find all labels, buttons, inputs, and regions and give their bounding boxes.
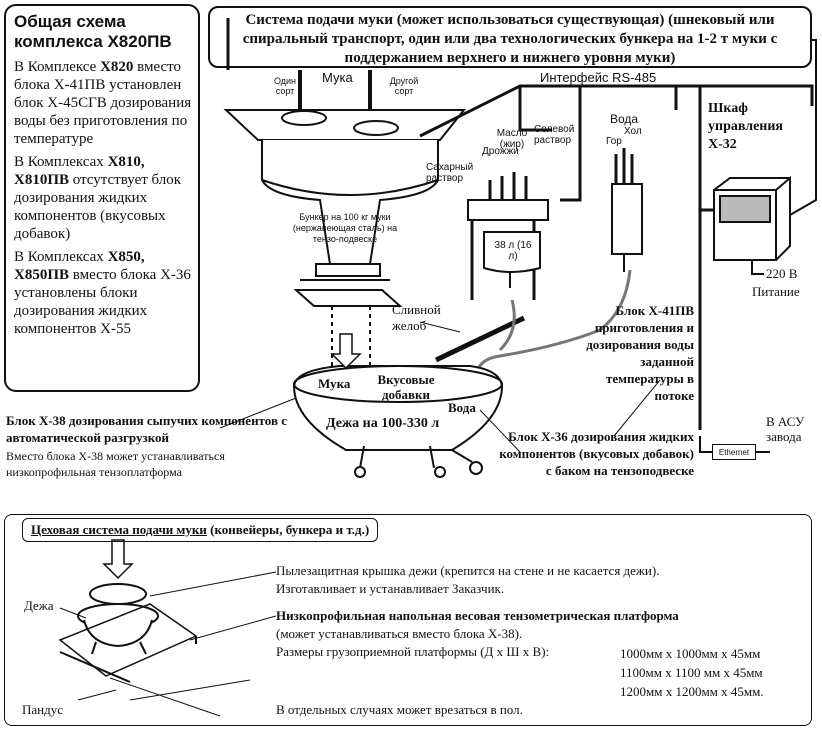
note-1-model: Х820: [100, 59, 134, 75]
left-panel-note-2: В Комплексах Х810, Х810ПВ отсутствует бл…: [14, 153, 194, 243]
shop-system-box: Цеховая система подачи муки (конвейеры, …: [22, 518, 379, 542]
bowl-flour-label: Мука: [318, 376, 351, 391]
shop-system-suffix: (конвейеры, бункера и т.д.): [206, 522, 370, 537]
oil-label: Масло (жир): [496, 128, 528, 150]
left-info-panel: Общая схема комплекса Х820ПВ В Комплексе…: [4, 4, 200, 392]
x36-block-label: Блок Х-36 дозирования жидких компонентов…: [499, 429, 694, 478]
lid-note: Пылезащитная крышка дежи (крепится на ст…: [276, 562, 659, 598]
lid-note-line-2: Изготавливает и устанавливает Заказчик.: [276, 581, 505, 596]
size-2: 1100мм х 1100 мм х 45мм: [620, 665, 763, 680]
note-3-text: вместо блока Х-36 установлены блоки дози…: [14, 267, 191, 337]
note-2-model: Х810, Х810ПВ: [14, 154, 145, 188]
grade-two-label: Другой сорт: [389, 76, 419, 96]
x41-block-label: Блок Х-41ПВ приготовления и дозирования …: [586, 303, 694, 403]
left-panel-note-1: В Комплексе Х820 вместо блока Х-41ПВ уст…: [14, 58, 194, 148]
flour-supply-box: Система подачи муки (может использоватьс…: [208, 6, 812, 68]
sugar-label: Сахарный раствор: [426, 162, 474, 184]
power-voltage-label: 220 В: [766, 266, 798, 281]
water-label: Вода: [610, 112, 639, 126]
sizes-label: Размеры грузоприемной платформы (Д х Ш х…: [276, 644, 550, 659]
note-3-model: Х850, Х850ПВ: [14, 249, 145, 283]
ethernet-box: Ethernet: [712, 444, 756, 460]
ramp-label: Пандус: [22, 702, 63, 717]
platform-title: Низкопрофильная напольная весовая тензом…: [276, 608, 679, 623]
left-panel-title: Общая схема комплекса Х820ПВ: [14, 12, 172, 51]
bowl-additives-label: Вкусовые добавки: [377, 372, 435, 402]
bottom-panel: [4, 514, 812, 726]
floor-note: В отдельных случаях может врезаться в по…: [276, 702, 523, 717]
cabinet-label: Шкаф управления Х-32: [708, 101, 784, 152]
x38-note: Вместо блока Х-38 может устанавливаться …: [6, 449, 225, 479]
note-2-text: отсутствует блок дозирования жидких комп…: [14, 172, 182, 242]
note-3-prefix: В Комплексах: [14, 249, 108, 265]
bowl-title: Дежа на 100-330 л: [326, 416, 440, 431]
bunker-label: Бункер на 100 кг муки (нержавеющая сталь…: [292, 212, 398, 244]
drain-chute-label: Сливной желоб: [392, 302, 441, 333]
note-1-prefix: В Комплексе: [14, 59, 101, 75]
top-right-connector: [789, 39, 817, 216]
note-1-text: вместо блока Х-41ПВ установлен блок Х-45…: [14, 59, 192, 147]
platform-note: (может устанавливаться вместо блока Х-38…: [276, 626, 523, 641]
power-label: Питание: [752, 284, 800, 299]
flour-label: Мука: [322, 70, 353, 85]
shop-system-title: Цеховая система подачи муки: [31, 522, 207, 537]
size-3: 1200мм х 1200мм х 45мм.: [620, 684, 764, 699]
tank-volume-label: 38 л (16 л): [494, 240, 532, 262]
salt-label: Солевой раствор: [534, 124, 575, 146]
grade-one-label: Один сорт: [273, 76, 297, 96]
asu-label: В АСУ завода: [766, 414, 805, 444]
yeast-label: Дрожжи: [482, 146, 519, 157]
sizes-list: 1000мм х 1000мм х 45мм 1100мм х 1100 мм …: [620, 644, 764, 701]
interface-label: Интерфейс RS-485: [540, 70, 657, 85]
left-panel-note-3: В Комплексах Х850, Х850ПВ вместо блока Х…: [14, 248, 194, 338]
size-1: 1000мм х 1000мм х 45мм: [620, 646, 761, 661]
note-2-prefix: В Комплексах: [14, 154, 108, 170]
lid-note-line-1: Пылезащитная крышка дежи (крепится на ст…: [276, 563, 660, 578]
bowl-water-label: Вода: [448, 400, 476, 415]
water-hot-label: Гор: [606, 136, 622, 147]
bottom-bowl-label: Дежа: [24, 598, 54, 613]
water-cold-label: Хол: [624, 126, 642, 137]
x38-block-label: Блок Х-38 дозирования сыпучих компоненто…: [6, 413, 287, 445]
